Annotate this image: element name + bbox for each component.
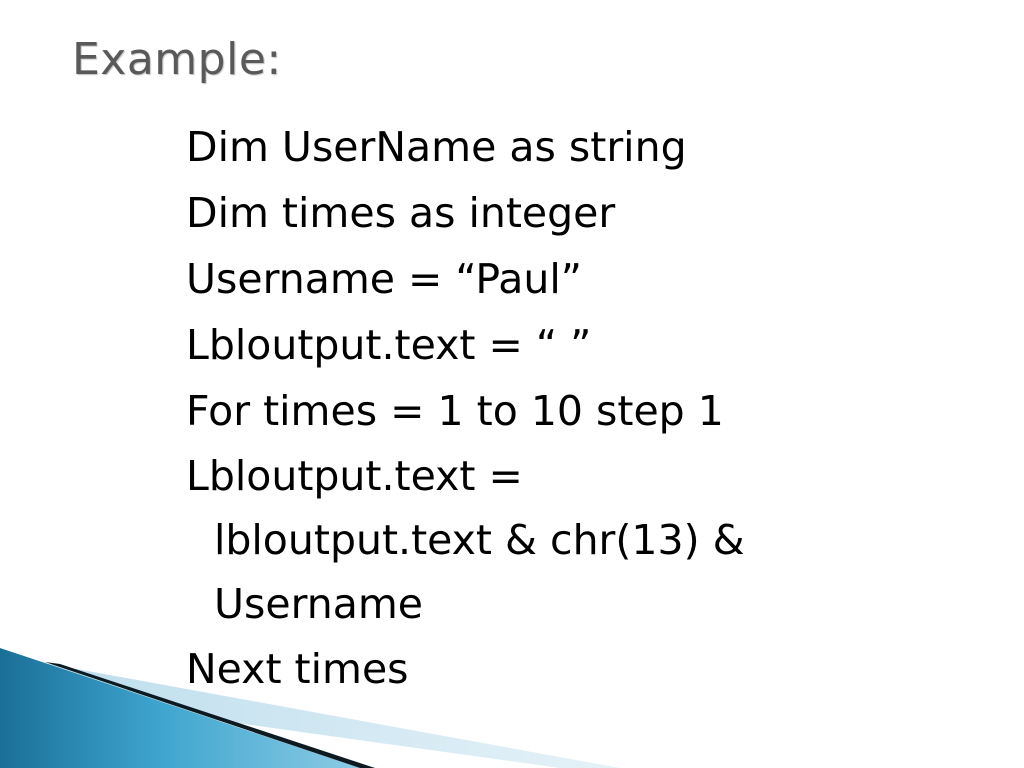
swoosh-dark-band (45, 662, 375, 768)
code-line-7: Next times (186, 645, 409, 693)
slide-title: Example: (72, 34, 282, 85)
code-body: Dim UserName as string Dim times as inte… (186, 114, 986, 702)
swoosh-blue-band (0, 648, 360, 768)
swoosh-pale-band (0, 655, 620, 768)
code-line-1: Dim UserName as string (186, 123, 687, 171)
code-line-6-part-1: Lbloutput.text = (186, 452, 523, 500)
code-line-5: For times = 1 to 10 step 1 (186, 387, 724, 435)
code-line-6: Lbloutput.text = lbloutput.text & chr(13… (186, 444, 986, 636)
code-line-3: Username = “Paul” (186, 255, 583, 303)
code-line-2: Dim times as integer (186, 189, 616, 237)
code-line-4: Lbloutput.text = “ ” (186, 321, 592, 369)
code-line-6-part-3: Username (214, 580, 424, 628)
code-line-6-part-2: lbloutput.text & chr(13) & (214, 516, 745, 564)
